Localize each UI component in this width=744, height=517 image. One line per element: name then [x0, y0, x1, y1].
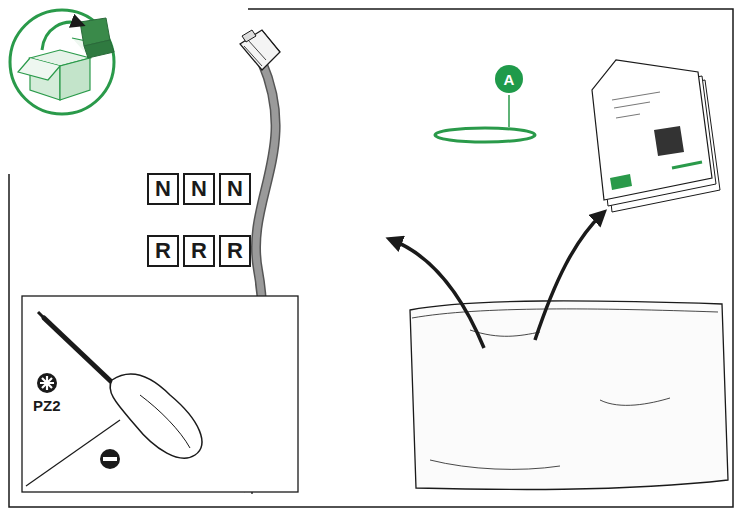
- label-sticker: R: [183, 235, 215, 267]
- tool-panel: [22, 296, 298, 492]
- label-sticker: N: [147, 173, 179, 205]
- arrow: [535, 214, 602, 340]
- label-sticker: N: [219, 173, 251, 205]
- pozidriv-icon: [40, 376, 54, 390]
- sticker-letter: N: [191, 178, 207, 200]
- label-sticker: R: [147, 235, 179, 267]
- leaflet: [592, 60, 720, 212]
- ring: [435, 128, 535, 142]
- arrow: [392, 240, 484, 348]
- sticker-letter: N: [227, 178, 243, 200]
- label-sticker: N: [183, 173, 215, 205]
- sticker-letter: R: [155, 240, 171, 262]
- package-icon: [10, 10, 114, 114]
- callout-circle: A: [495, 65, 523, 93]
- frame: [9, 9, 733, 507]
- screwdriver: [38, 312, 202, 458]
- tool-size-label: PZ2: [33, 398, 61, 413]
- sticker-letter: R: [227, 240, 243, 262]
- divider-line: [26, 420, 120, 486]
- pozidriv-icon: [37, 373, 57, 393]
- slot-icon: [103, 457, 117, 461]
- sticker-letter: R: [191, 240, 207, 262]
- leader-line: [508, 95, 510, 127]
- callout-letter: A: [504, 72, 515, 87]
- slot-icon: [100, 449, 120, 469]
- sticker-letter: N: [155, 178, 171, 200]
- label-sticker: R: [219, 235, 251, 267]
- bag: [410, 301, 728, 490]
